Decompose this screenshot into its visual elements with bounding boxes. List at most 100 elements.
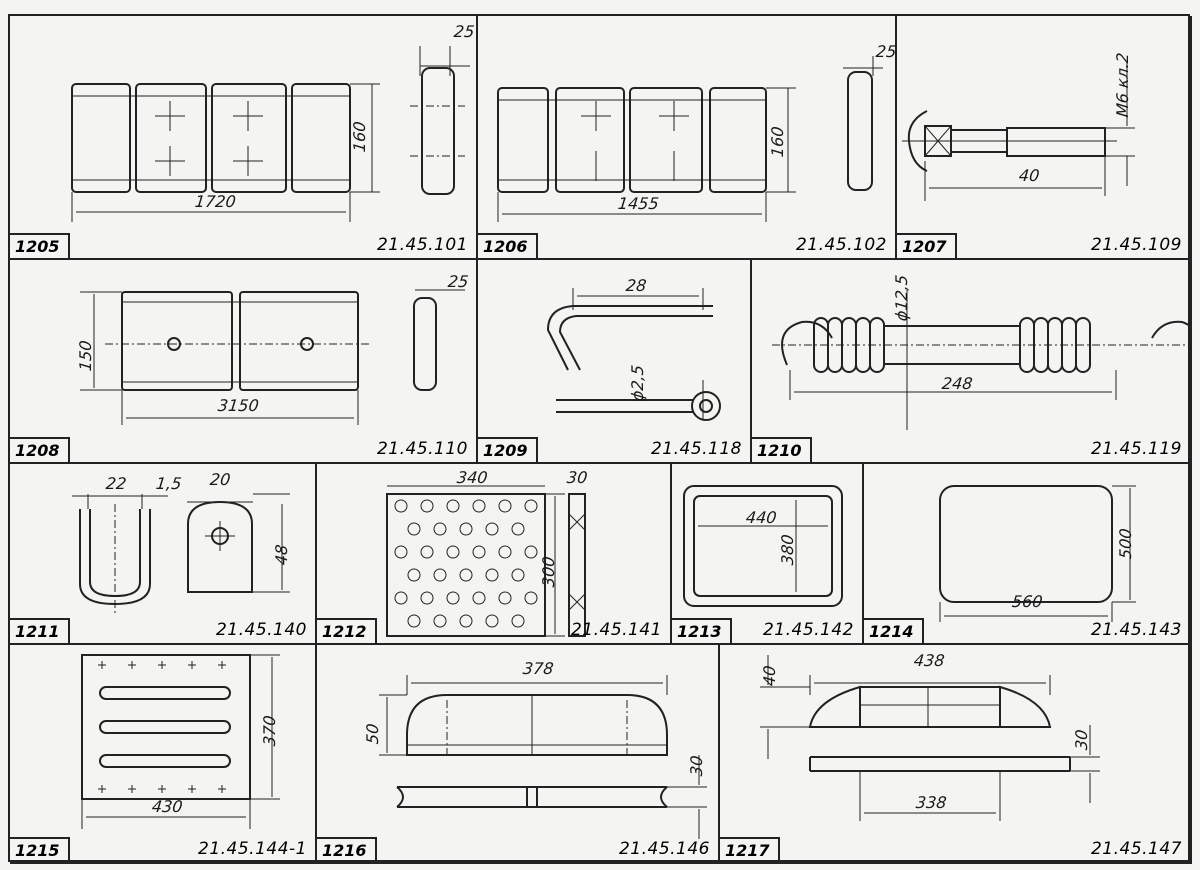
- perforation-hole: [524, 591, 538, 605]
- part-code: 21.45.101: [376, 235, 468, 255]
- part-1217: 438 40 30 338 1217 21.45.147: [720, 645, 1192, 864]
- part-number: 1216: [317, 837, 377, 862]
- part-1211-drawing: [72, 493, 290, 614]
- dim-label: 430: [151, 797, 184, 816]
- dim-label: 380: [778, 533, 797, 566]
- part-1212-drawing: [386, 485, 586, 637]
- part-1205-drawing: [71, 46, 470, 222]
- dim-label: 500: [1116, 527, 1135, 560]
- dim-label: 248: [941, 374, 974, 393]
- part-1205: 25 160 1720 1205 21.45.101: [10, 16, 478, 260]
- part-number: 1207: [897, 233, 957, 258]
- dim-label: 3150: [217, 396, 260, 415]
- dim-label: 300: [539, 555, 558, 588]
- dim-label: 560: [1011, 592, 1044, 611]
- part-1209-drawing: [546, 288, 721, 421]
- dim-label: 438: [913, 651, 946, 670]
- part-number: 1210: [752, 437, 812, 462]
- part-1207-drawing: [902, 61, 1135, 201]
- dim-label: 440: [745, 508, 778, 527]
- perforation-hole: [498, 591, 512, 605]
- dim-label: 28: [625, 276, 648, 295]
- perforation-hole: [407, 522, 421, 536]
- perforation-hole: [433, 568, 447, 582]
- perforation-hole: [472, 499, 486, 513]
- dim-label: 1455: [617, 194, 660, 213]
- part-code: 21.45.119: [1090, 439, 1182, 459]
- part-1210: ϕ12,5 248 1210 21.45.119: [752, 260, 1192, 464]
- perforation-hole: [459, 522, 473, 536]
- part-number: 1213: [672, 618, 732, 643]
- part-code: 21.45.143: [1090, 620, 1182, 640]
- part-code: 21.45.118: [650, 439, 742, 459]
- perforation-hole: [524, 545, 538, 559]
- part-number: 1214: [864, 618, 924, 643]
- dim-label: 338: [915, 793, 948, 812]
- part-number: 1208: [10, 437, 70, 462]
- part-1214-drawing: [939, 485, 1136, 622]
- part-number: 1205: [10, 233, 70, 258]
- perforation-hole: [511, 568, 525, 582]
- part-code: 21.45.141: [570, 620, 662, 640]
- part-1215: 370 430 1215 21.45.144-1: [10, 645, 317, 864]
- part-number: 1217: [720, 837, 780, 862]
- perforation-hole: [511, 614, 525, 628]
- perforation-hole: [485, 614, 499, 628]
- dim-label: 378: [522, 659, 555, 678]
- perforation-hole: [420, 499, 434, 513]
- part-1207: М6 кл.2 40 1207 21.45.109: [897, 16, 1192, 260]
- part-code: 21.45.142: [762, 620, 854, 640]
- dim-label: ϕ12,5: [892, 273, 911, 322]
- part-code: 21.45.109: [1090, 235, 1182, 255]
- perforation-hole: [420, 591, 434, 605]
- perforation-hole: [498, 545, 512, 559]
- part-1212: 340 30 300 1212 21.45.141: [317, 464, 672, 645]
- dim-label: 1,5: [155, 474, 183, 493]
- dim-label: 50: [363, 722, 382, 745]
- part-1208-drawing: [80, 289, 465, 425]
- part-1208: 150 25 3150 1208 21.45.110: [10, 260, 478, 464]
- dim-label: 25: [453, 22, 476, 41]
- part-number: 1215: [10, 837, 70, 862]
- perforation-hole: [446, 591, 460, 605]
- dim-label: 160: [350, 120, 369, 153]
- part-code: 21.45.146: [618, 839, 710, 859]
- dim-label: 30: [566, 468, 589, 487]
- part-1217-drawing: [760, 655, 1100, 821]
- part-1206-drawing: [497, 56, 883, 222]
- dim-label: 30: [1072, 728, 1091, 751]
- perforation-hole: [420, 545, 434, 559]
- part-number: 1206: [478, 233, 538, 258]
- part-code: 21.45.110: [376, 439, 468, 459]
- dim-label: 340: [456, 468, 489, 487]
- dim-label: ϕ2,5: [628, 364, 647, 402]
- perforation-hole: [511, 522, 525, 536]
- dim-label: 40: [1018, 166, 1041, 185]
- perforation-hole: [394, 591, 408, 605]
- part-code: 21.45.102: [795, 235, 887, 255]
- dim-label: 40: [760, 664, 779, 687]
- part-1210-drawing: [772, 290, 1190, 430]
- dim-label: 22: [105, 474, 128, 493]
- perforation-hole: [394, 545, 408, 559]
- part-1209: 28 ϕ2,5 1209 21.45.118: [478, 260, 752, 464]
- perforation-hole: [485, 522, 499, 536]
- part-code: 21.45.144-1: [198, 839, 307, 859]
- part-code: 21.45.147: [1090, 839, 1182, 859]
- dim-label: 48: [272, 543, 291, 566]
- perforation-hole: [498, 499, 512, 513]
- perforation-hole: [394, 499, 408, 513]
- part-1211: 22 1,5 20 48 1211 21.45.140: [10, 464, 317, 645]
- perforation-hole: [407, 614, 421, 628]
- dim-label: 20: [209, 470, 232, 489]
- perforation-hole: [446, 545, 460, 559]
- perforation-hole: [433, 522, 447, 536]
- perforation-hole: [472, 545, 486, 559]
- part-code: 21.45.140: [215, 620, 307, 640]
- part-1214: 500 560 1214 21.45.143: [864, 464, 1192, 645]
- perforation-hole: [433, 614, 447, 628]
- perforation-hole: [446, 499, 460, 513]
- perforation-hole: [485, 568, 499, 582]
- dim-label: 25: [875, 42, 898, 61]
- perforation-hole: [459, 614, 473, 628]
